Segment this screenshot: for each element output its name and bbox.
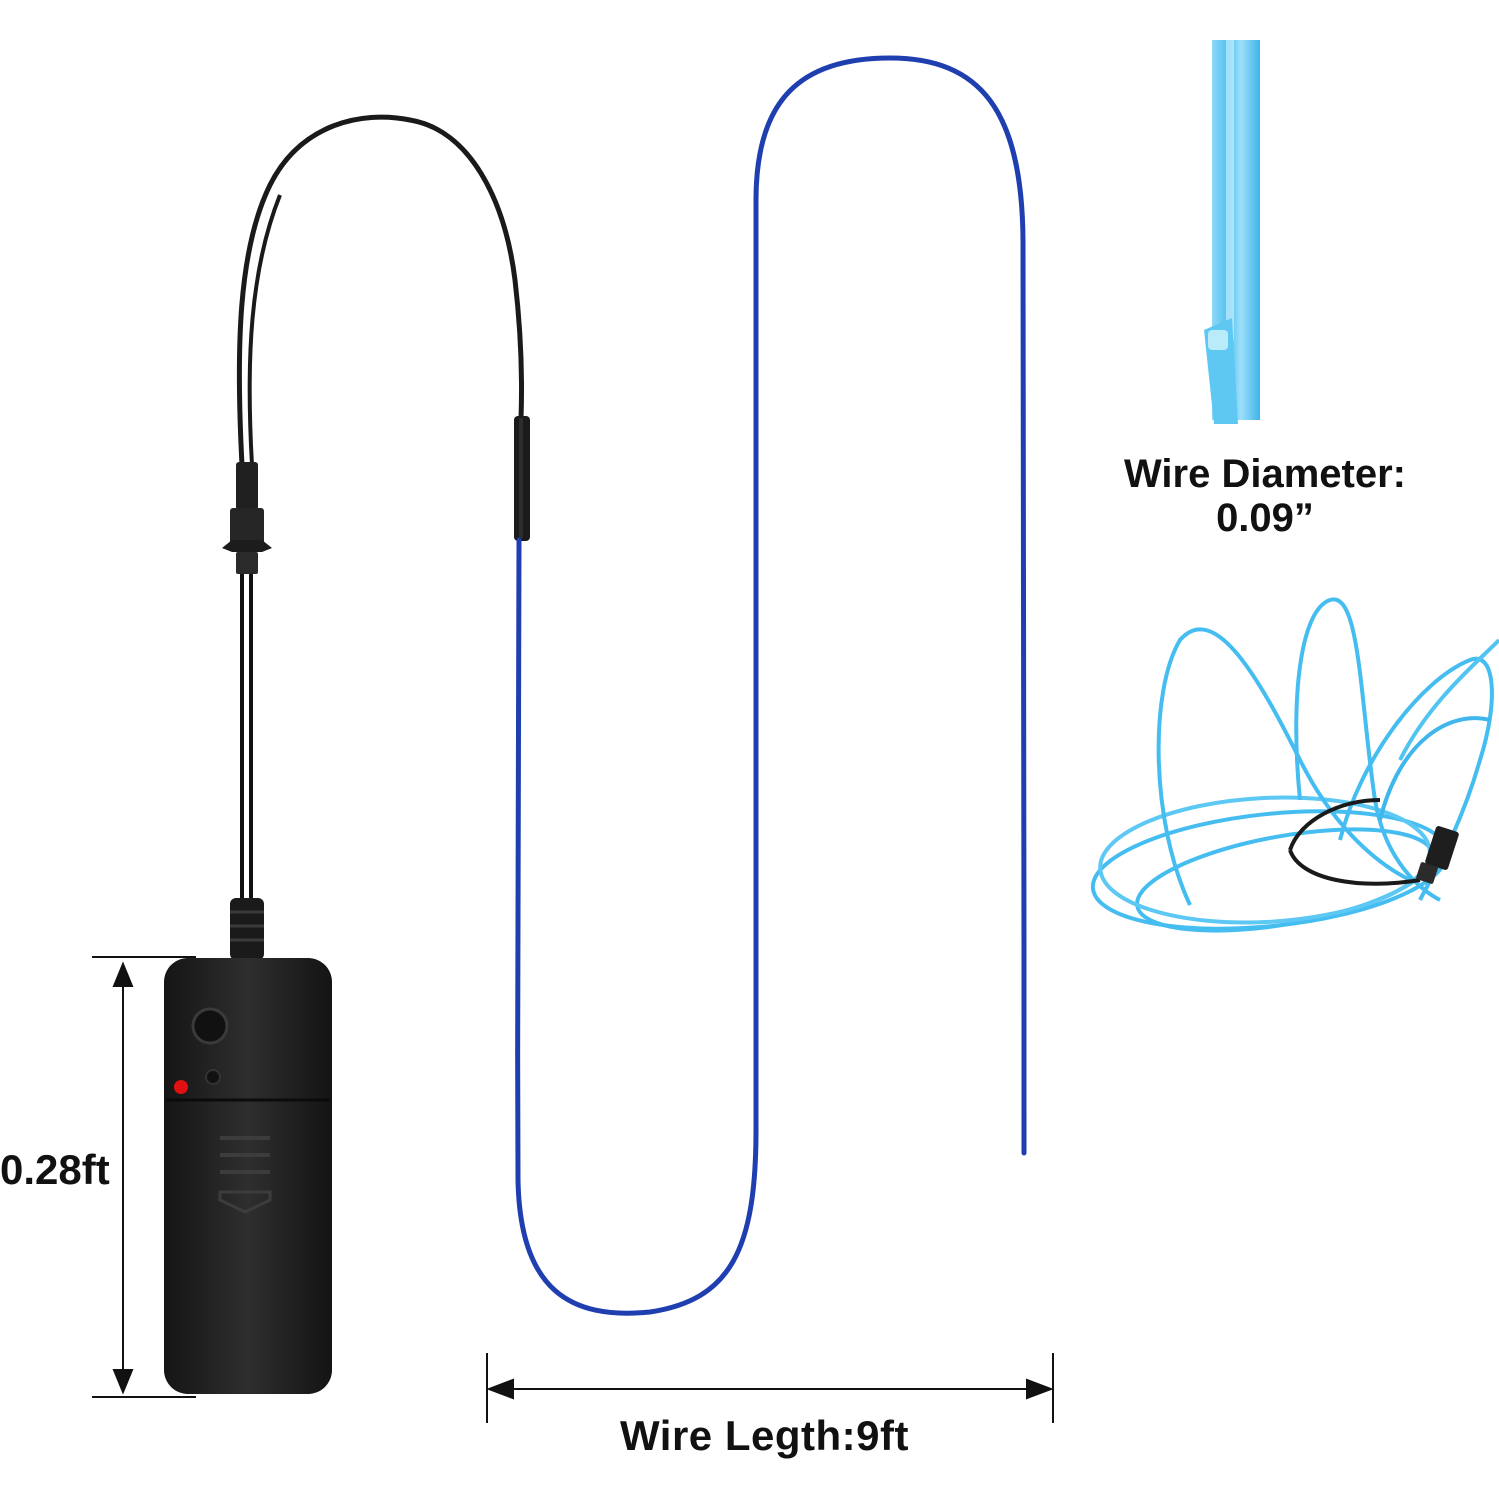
coiled-el-wire [1090,597,1499,933]
controller-height-label: 0.28ft [0,1146,110,1193]
height-dimension [92,956,196,1398]
length-dimension [486,1353,1054,1423]
power-button-icon[interactable] [191,1007,229,1045]
wire-closeup [1204,40,1260,424]
red-led-icon [174,1080,188,1094]
plug-connector [222,462,272,904]
black-lead-cable [236,114,530,541]
slide-arrow-icon [218,1190,272,1214]
strain-relief [230,898,264,960]
wire-length-label: Wire Legth:9ft [620,1412,909,1459]
battery-controller-icon [164,958,332,1394]
battery-cover-grip [220,1136,270,1174]
wire-diameter-title: Wire Diameter: [1124,452,1406,496]
coil-connector [1288,798,1459,886]
wire-diameter-label: Wire Diameter: 0.09” [1095,452,1435,540]
blue-el-wire [515,55,1027,1316]
wire-diameter-value: 0.09” [1216,496,1314,540]
